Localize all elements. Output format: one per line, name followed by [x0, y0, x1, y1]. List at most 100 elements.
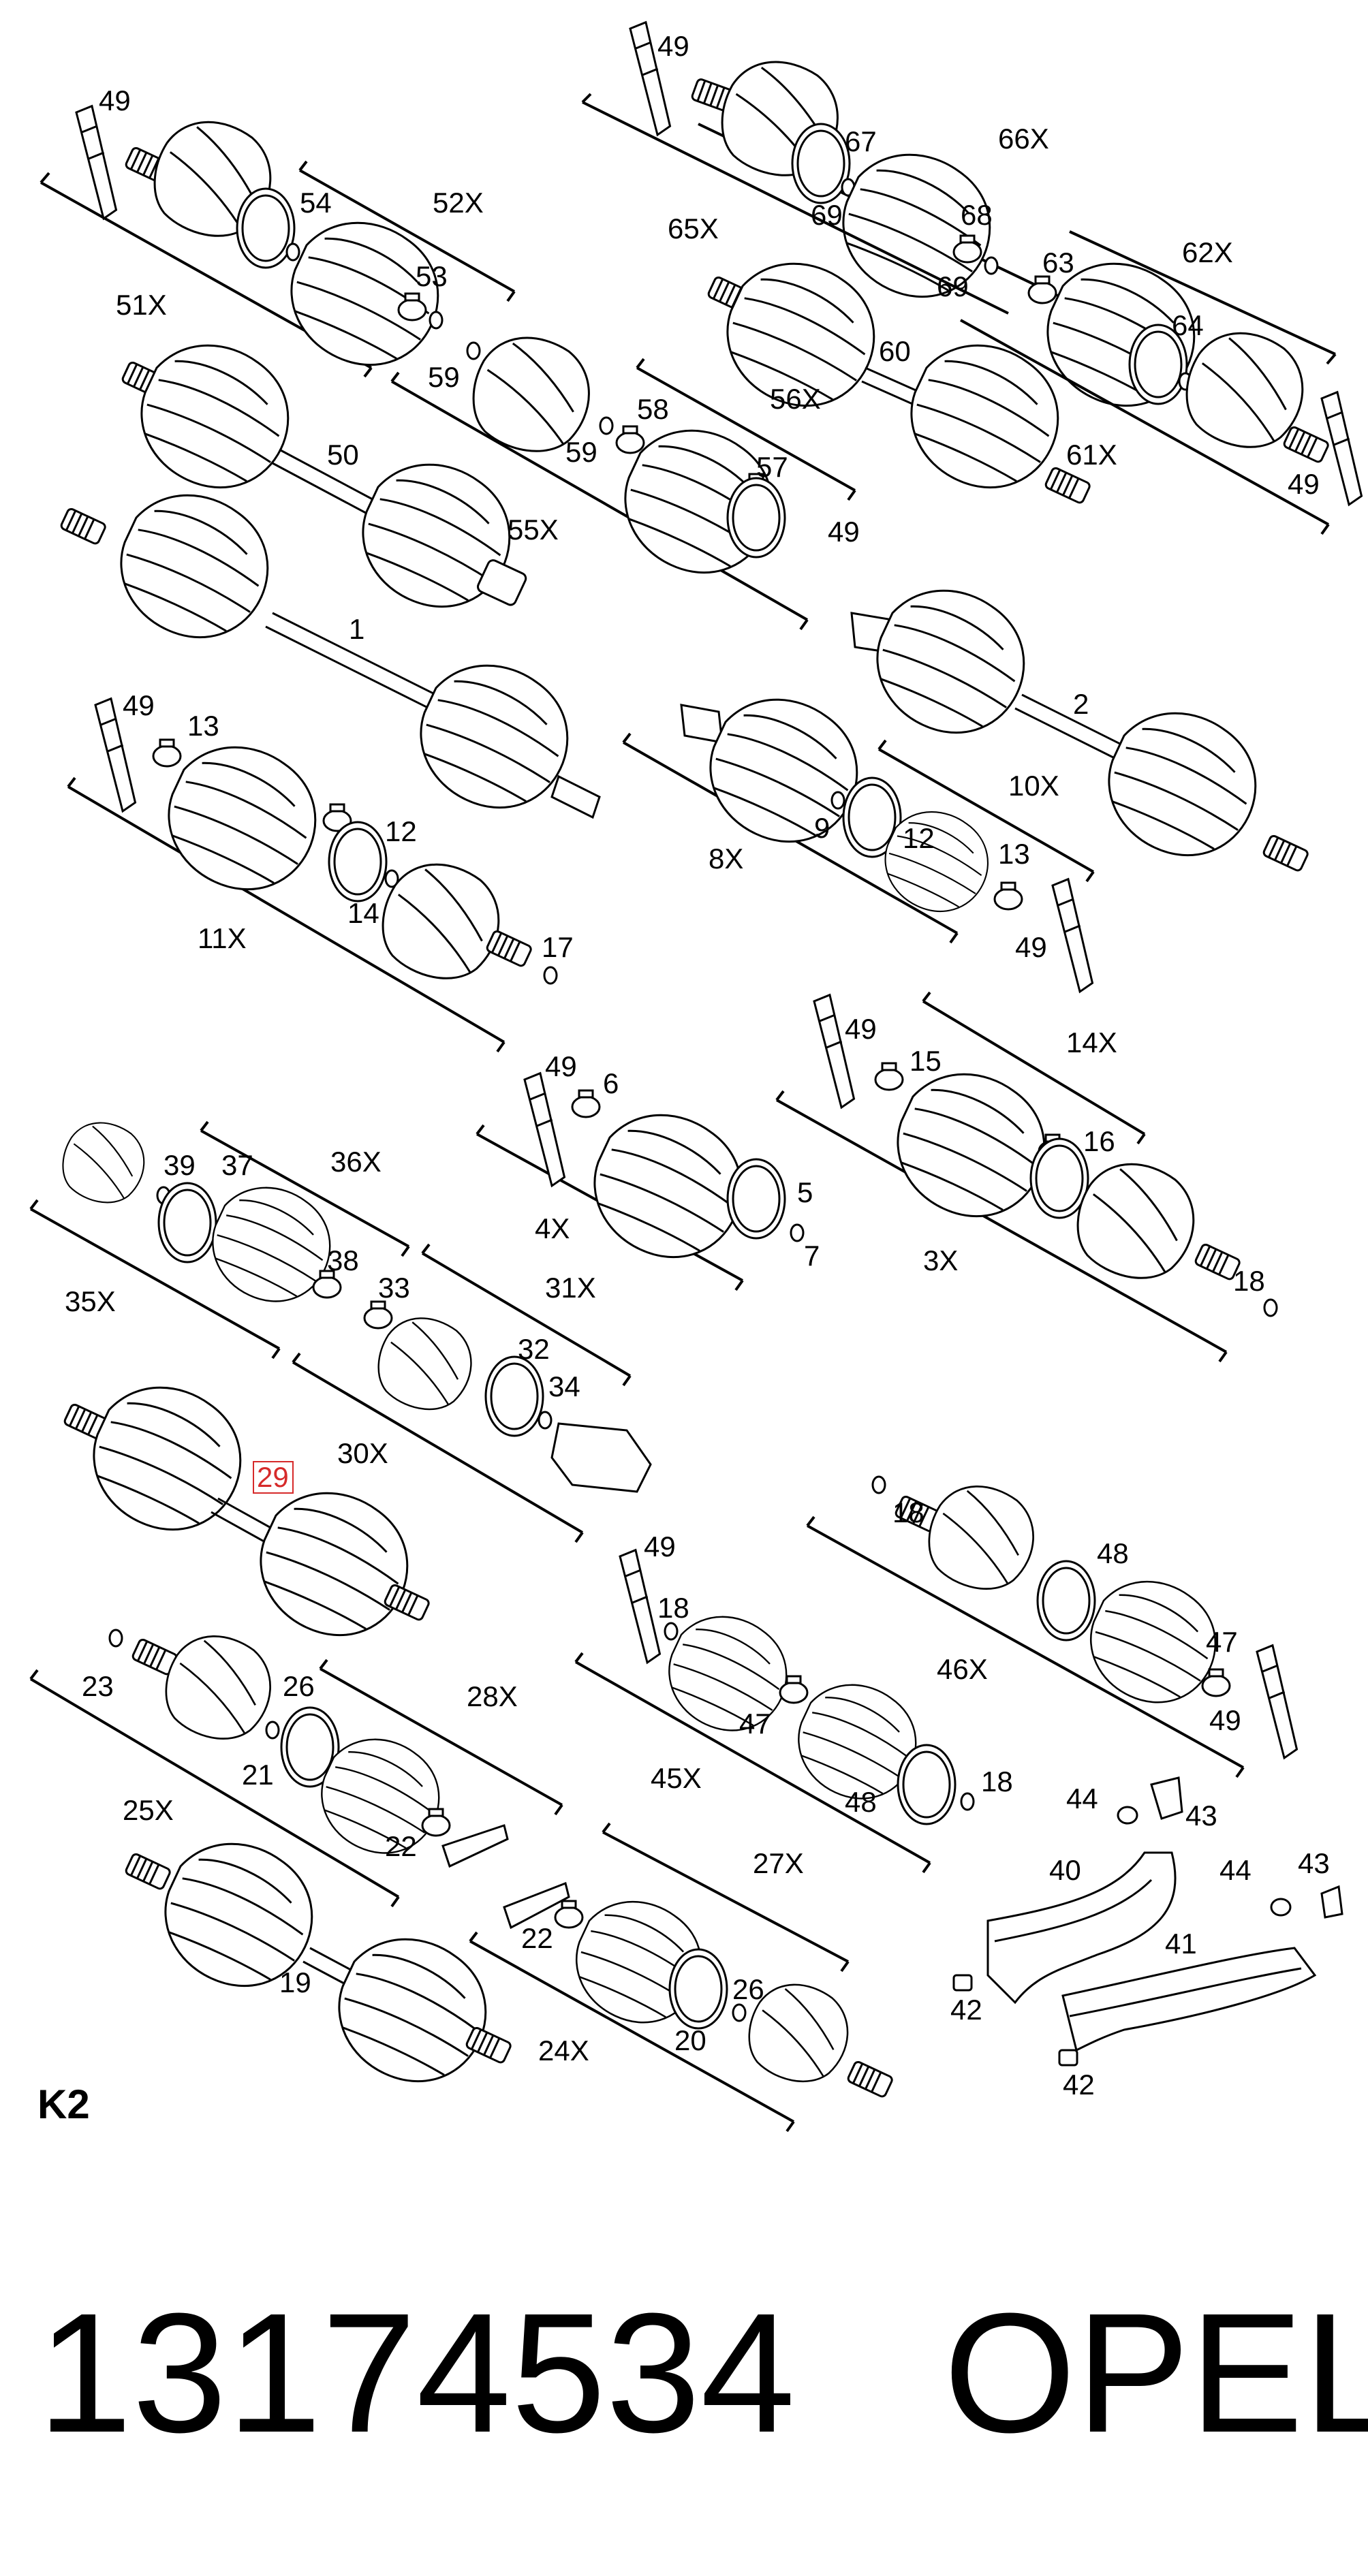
callout: 10X: [1008, 770, 1059, 802]
callout: 43: [1298, 1847, 1330, 1879]
callout: 18: [981, 1765, 1013, 1797]
assembly-heat-shields: [952, 1776, 1343, 2067]
callout: 59: [428, 361, 460, 393]
callout: 26: [732, 1973, 764, 2005]
assembly-28x: [319, 1659, 563, 1816]
callout: 35X: [65, 1285, 116, 1317]
callout: 41: [1165, 1928, 1197, 1960]
assembly-50: [118, 321, 533, 631]
callout: 37: [221, 1149, 253, 1181]
callout: 6: [603, 1067, 619, 1099]
callout: 49: [545, 1050, 577, 1082]
callout: 22: [385, 1830, 417, 1862]
callout: 34: [548, 1370, 580, 1402]
callout: 33: [378, 1272, 410, 1304]
callout: 44: [1219, 1854, 1252, 1886]
callout: 57: [756, 451, 788, 483]
callout: 65X: [668, 213, 719, 245]
callout: 49: [99, 84, 131, 116]
assembly-55x: [390, 320, 809, 631]
callout: 16: [1083, 1125, 1115, 1157]
callout: 66X: [998, 123, 1049, 155]
callout: 17: [542, 931, 574, 963]
callout: 31X: [545, 1272, 596, 1304]
callout: 28X: [467, 1680, 518, 1712]
callout: 58: [637, 393, 669, 425]
callout: 55X: [508, 514, 559, 546]
callout: 50: [327, 439, 359, 471]
callout: 3X: [923, 1244, 958, 1276]
callout: 13: [187, 710, 219, 742]
assembly-11x: [67, 696, 558, 1053]
assembly-4x: [476, 1071, 805, 1291]
callout: 67: [845, 125, 877, 157]
callout: 40: [1049, 1854, 1081, 1886]
callout: 23: [82, 1670, 114, 1702]
assembly-27x: [602, 1822, 850, 1973]
callout: 54: [300, 187, 332, 219]
callout: 18: [892, 1496, 924, 1528]
callout: 5: [797, 1176, 813, 1208]
assembly-31x: [421, 1243, 632, 1387]
callout: 20: [674, 2024, 706, 2056]
part-number: 13174534: [37, 2278, 795, 2468]
assembly-36x: [200, 1120, 410, 1257]
callout: 2: [1073, 688, 1089, 720]
callout: 56X: [770, 383, 821, 415]
callout: 26: [283, 1670, 315, 1702]
callout: 48: [1097, 1537, 1129, 1569]
callout: 21: [242, 1759, 274, 1791]
assembly-60: [704, 240, 1092, 512]
callout: 43: [1185, 1800, 1217, 1832]
assembly-2: [850, 567, 1310, 879]
assembly-46x: [806, 1469, 1299, 1778]
callout: 39: [164, 1149, 196, 1181]
callout: 51X: [116, 289, 167, 321]
assembly-19: [123, 1820, 513, 2105]
callout: 61X: [1066, 439, 1117, 471]
callout: 30X: [337, 1437, 388, 1469]
callout: 18: [1233, 1265, 1265, 1297]
callout: 46X: [937, 1653, 988, 1685]
callout: 38: [327, 1244, 359, 1276]
assembly-3x: [775, 992, 1278, 1363]
callout-labels: 49 54 52X 53 51X 59 59 50 55X 58 56X 57 …: [65, 30, 1330, 2101]
callout-highlighted[interactable]: 29: [257, 1461, 289, 1493]
assembly-30x: [292, 1300, 652, 1543]
callout: 27X: [753, 1847, 804, 1879]
callout: 12: [385, 815, 417, 847]
callout: 32: [518, 1333, 550, 1365]
assembly-61x: [960, 314, 1364, 535]
assembly-62x: [1024, 230, 1337, 430]
callout: 62X: [1182, 236, 1233, 268]
callout: 47: [739, 1708, 771, 1740]
assembly-24x: [469, 1881, 895, 2133]
section-code: K2: [37, 2082, 90, 2127]
highlight-box: [253, 1461, 294, 1494]
callout: 19: [279, 1966, 311, 1998]
callout: 49: [1015, 931, 1047, 963]
callout: 22: [521, 1922, 553, 1954]
callout: 49: [644, 1530, 676, 1562]
callout: 12: [903, 822, 935, 854]
callout: 8X: [709, 843, 743, 875]
assembly-14x: [922, 991, 1146, 1145]
callout: 48: [845, 1786, 877, 1818]
callout: 64: [1172, 309, 1204, 341]
assembly-45x: [574, 1548, 975, 1874]
assembly-8x: [622, 676, 959, 944]
assembly-25x: [29, 1619, 509, 1908]
callout: 18: [657, 1592, 689, 1624]
callout: 9: [814, 812, 830, 844]
callout: 13: [998, 838, 1030, 870]
callout: 49: [1288, 468, 1320, 500]
callout: 69: [937, 270, 969, 302]
callout: 1: [349, 613, 364, 645]
callout: 15: [910, 1045, 942, 1077]
callout: 49: [828, 516, 860, 548]
callout: 42: [950, 1994, 982, 2026]
callout: 60: [879, 335, 911, 367]
callout: 7: [804, 1240, 820, 1272]
callout: 68: [961, 199, 993, 231]
